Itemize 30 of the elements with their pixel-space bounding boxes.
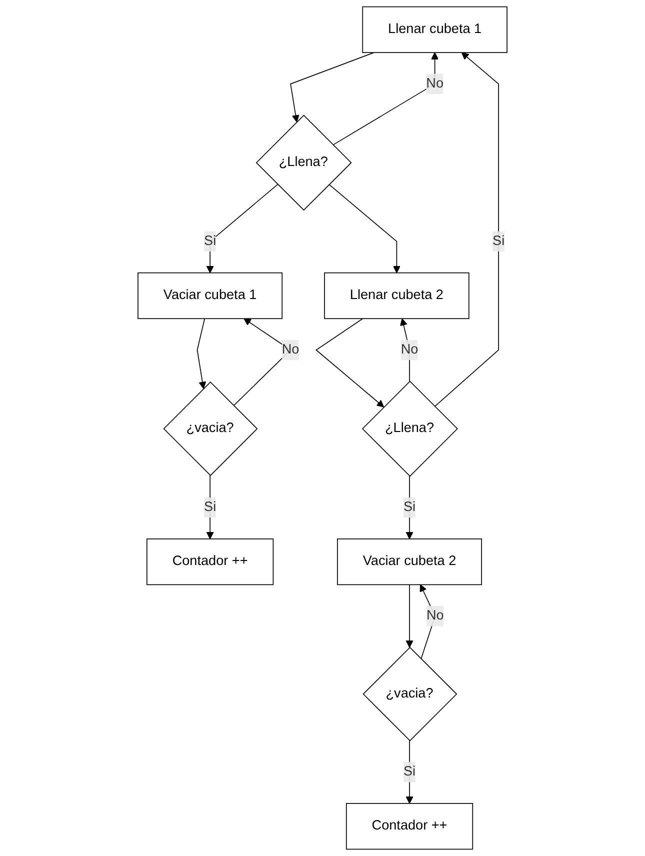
arrow <box>406 476 414 540</box>
node-diamond: ¿Llena? <box>362 380 458 477</box>
edge-label: No <box>426 608 444 623</box>
arrow <box>315 318 384 408</box>
arrow <box>332 52 439 146</box>
node-diamond: ¿vacia? <box>362 646 458 742</box>
node-box: Vaciar cubeta 1 <box>138 272 283 320</box>
edge-label: No <box>426 76 444 91</box>
edge-label: Si <box>204 500 216 514</box>
arrow <box>206 184 278 274</box>
arrow <box>434 52 499 407</box>
node-box: Contador ++ <box>346 803 474 850</box>
arrow <box>406 584 414 648</box>
edge-label: Si <box>204 234 216 248</box>
arrow <box>206 474 214 540</box>
edge-label: Si <box>403 500 416 514</box>
node-box: Llenar cubeta 2 <box>324 272 470 320</box>
arrow <box>406 740 414 804</box>
arrow <box>196 318 206 389</box>
node-diamond: ¿Llena? <box>256 114 352 211</box>
arrow <box>328 184 400 274</box>
edge-label: Si <box>492 234 505 248</box>
node-box: Llenar cubeta 1 <box>362 6 508 53</box>
node-box: Contador ++ <box>146 538 274 586</box>
edge-label: No <box>400 342 418 357</box>
node-diamond: ¿vacia? <box>163 382 258 476</box>
edge-label: No <box>282 342 300 357</box>
arrow <box>290 52 374 122</box>
edge-label: Si <box>403 764 416 779</box>
node-box: Vaciar cubeta 2 <box>337 538 482 586</box>
